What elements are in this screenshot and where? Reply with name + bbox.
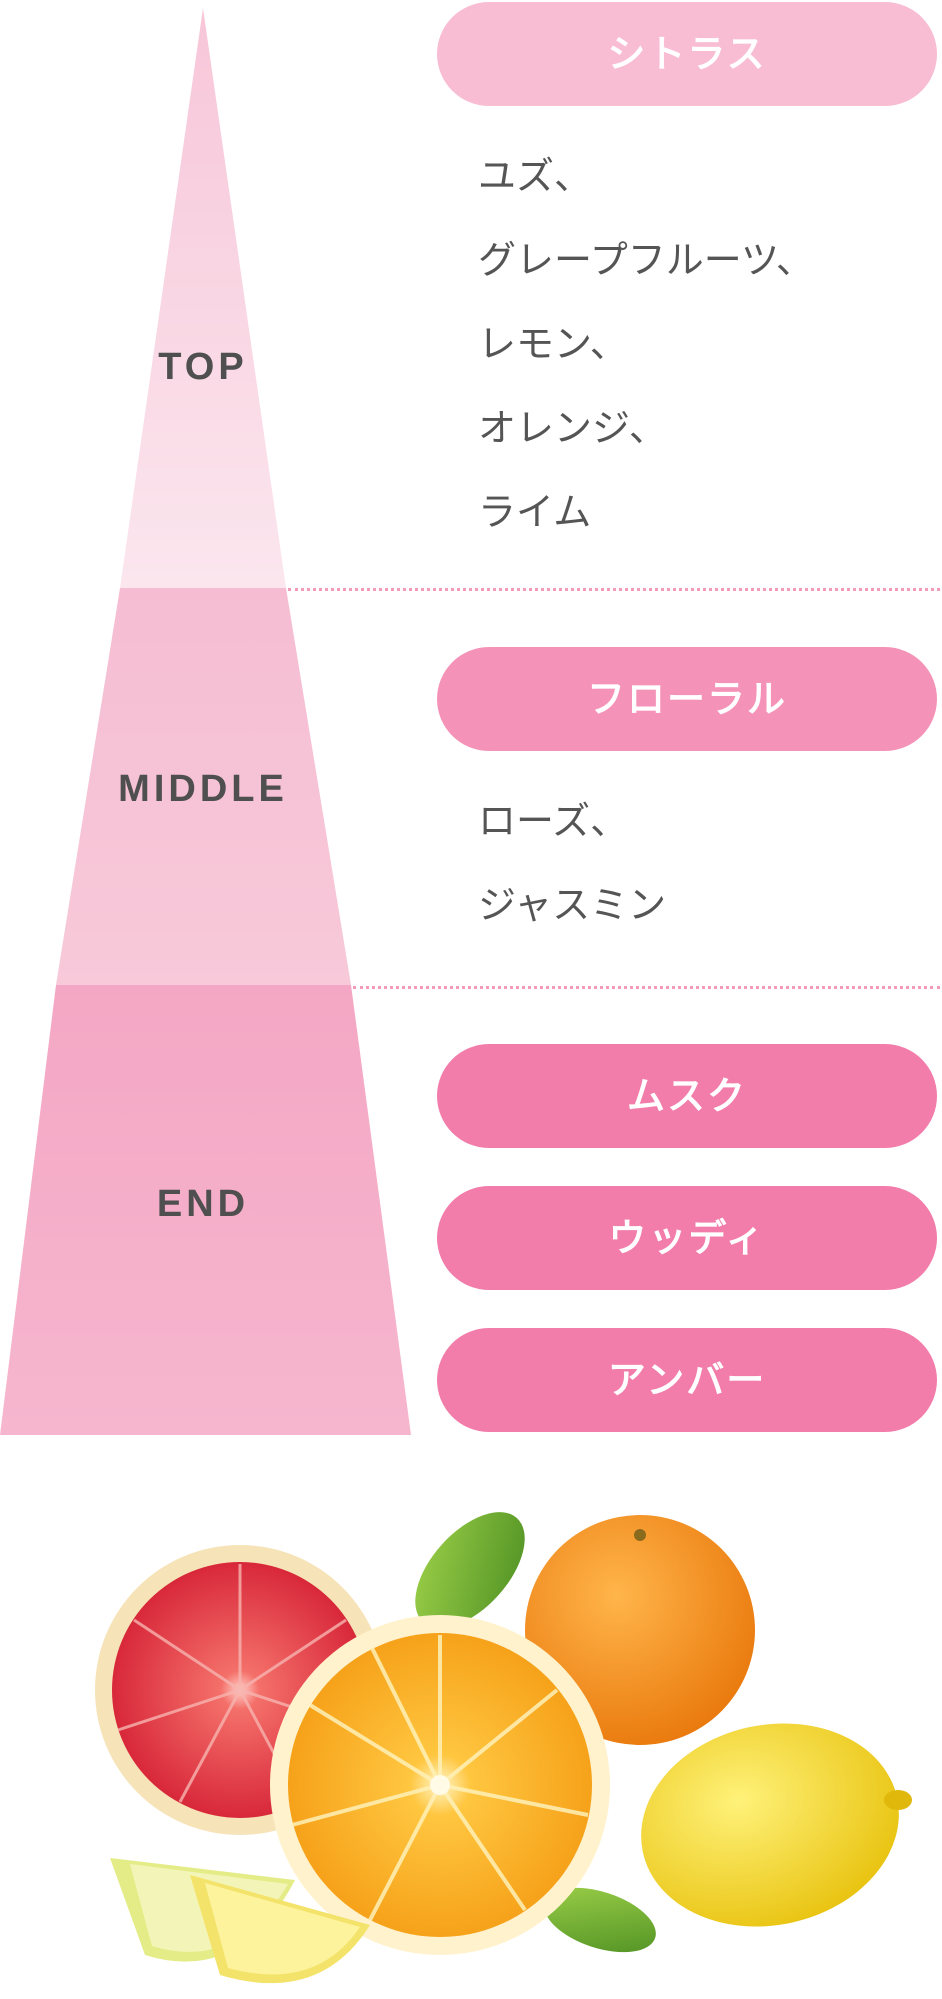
orange-icon — [525, 1515, 755, 1745]
note-item: ユズ、 — [478, 154, 593, 198]
note-item: グレープフルーツ、 — [478, 238, 814, 282]
note-item: ライム — [478, 490, 592, 534]
tier-divider — [288, 588, 940, 591]
tier-label-end: END — [156, 1183, 250, 1225]
middle-notes-list: ローズ、 ジャスミン — [478, 779, 666, 947]
pyramid-middle-tier — [56, 588, 351, 985]
category-pill-musk: ムスク — [437, 1044, 937, 1148]
note-item: レモン、 — [478, 322, 628, 366]
pyramid-top-tier — [120, 8, 286, 588]
fragrance-pyramid — [0, 8, 411, 1435]
lemon-icon — [641, 1723, 899, 1927]
note-item: ローズ、 — [478, 799, 629, 843]
category-pill-woody: ウッディ — [437, 1186, 937, 1290]
note-item: ジャスミン — [478, 883, 667, 927]
citrus-fruits-illustration — [95, 1512, 912, 1984]
note-item: オレンジ、 — [478, 406, 667, 450]
category-pill-amber: アンバー — [437, 1328, 937, 1432]
category-pill-citrus: シトラス — [437, 2, 937, 106]
tier-label-top: TOP — [158, 346, 248, 388]
tier-divider — [353, 986, 940, 989]
category-pill-floral: フローラル — [437, 647, 937, 751]
leaf-icon — [544, 1887, 656, 1953]
pyramid-end-tier — [0, 985, 411, 1435]
leaf-icon — [415, 1512, 525, 1628]
tier-label-middle: MIDDLE — [118, 768, 288, 810]
top-notes-list: ユズ、 グレープフルーツ、 レモン、 オレンジ、 ライム — [478, 134, 814, 554]
